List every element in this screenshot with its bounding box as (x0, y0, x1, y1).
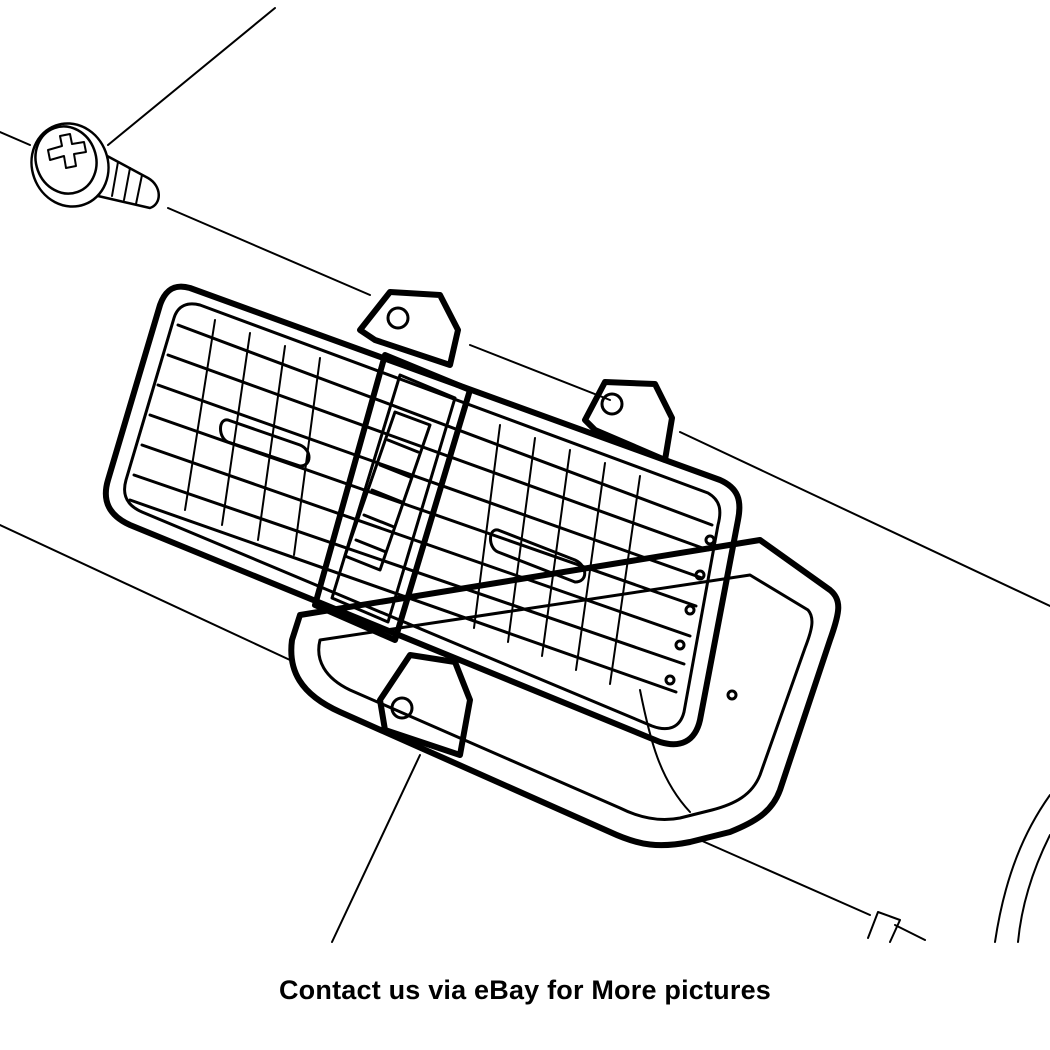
caption-text: Contact us via eBay for More pictures (278, 975, 772, 1005)
screw-icon (30, 122, 160, 210)
thumbwheel (343, 410, 432, 572)
air-vent-icon (102, 283, 842, 849)
dashboard-panel-outline (0, 7, 1050, 943)
parts-diagram (0, 7, 1050, 943)
